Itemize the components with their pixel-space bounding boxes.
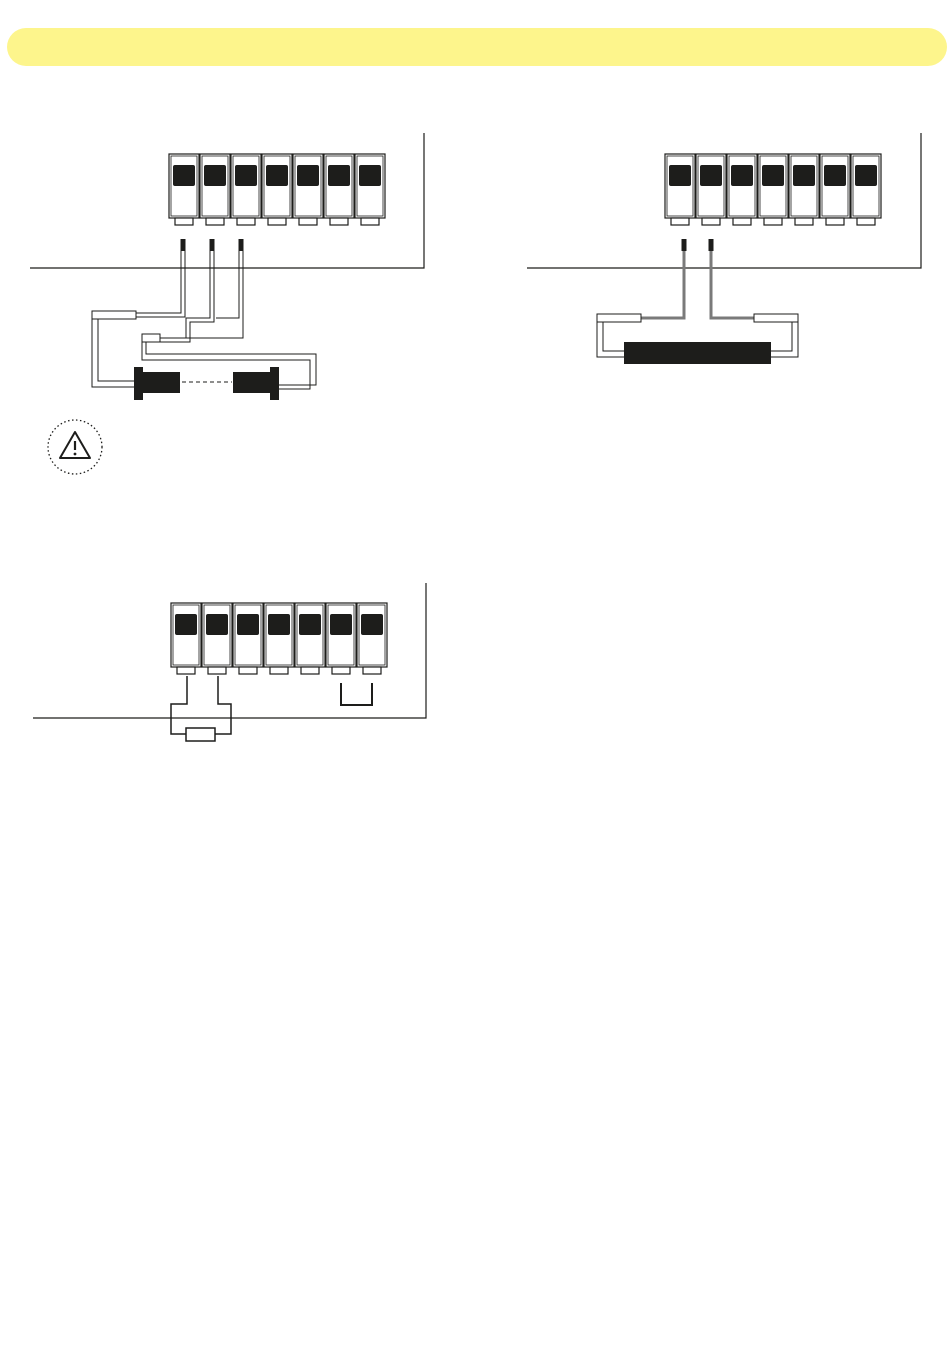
- terminal: [851, 154, 881, 225]
- terminal-pin: [363, 667, 381, 674]
- terminal-pin: [702, 218, 720, 225]
- terminal: [171, 603, 201, 674]
- warning-triangle-icon: [48, 420, 102, 474]
- terminal-screw: [762, 165, 784, 186]
- transmitter-body: [143, 372, 180, 393]
- terminal: [262, 154, 292, 225]
- terminal-block: [169, 154, 385, 225]
- terminal-screw: [297, 165, 319, 186]
- terminal-pin: [671, 218, 689, 225]
- terminal-screw: [824, 165, 846, 186]
- terminal-screw: [731, 165, 753, 186]
- terminal: [169, 154, 199, 225]
- terminal-pin: [857, 218, 875, 225]
- terminal: [665, 154, 695, 225]
- terminal-screw: [173, 165, 195, 186]
- terminal-screw: [855, 165, 877, 186]
- terminal-pin: [270, 667, 288, 674]
- terminal-screw: [330, 614, 352, 635]
- lead-tip: [239, 239, 244, 251]
- terminal: [758, 154, 788, 225]
- terminal: [324, 154, 354, 225]
- terminal-screw: [175, 614, 197, 635]
- terminal: [357, 603, 387, 674]
- wire: [160, 251, 243, 338]
- terminal-pin: [301, 667, 319, 674]
- terminal-pin: [175, 218, 193, 225]
- grey-wire: [640, 251, 684, 318]
- terminal-screw: [669, 165, 691, 186]
- terminal-pin: [206, 218, 224, 225]
- resistor-jumper-diagram: [33, 583, 426, 741]
- terminal-pin: [826, 218, 844, 225]
- terminal: [820, 154, 850, 225]
- terminal-pin: [239, 667, 257, 674]
- receiver-body: [233, 372, 270, 393]
- terminal-pin: [361, 218, 379, 225]
- terminal-pin: [332, 667, 350, 674]
- terminal: [293, 154, 323, 225]
- terminal-pin: [208, 667, 226, 674]
- resistor-connection: [171, 676, 231, 741]
- safety-edge: [624, 342, 771, 364]
- terminal-pin: [733, 218, 751, 225]
- wire-sleeve: [142, 334, 160, 342]
- terminal-screw: [206, 614, 228, 635]
- terminal: [355, 154, 385, 225]
- jumper-wire: [341, 683, 372, 705]
- terminal-screw: [266, 165, 288, 186]
- lead-tip: [210, 239, 215, 251]
- terminal-screw: [328, 165, 350, 186]
- terminal-pin: [299, 218, 317, 225]
- terminal-screw: [299, 614, 321, 635]
- terminal-block: [665, 154, 881, 225]
- transmitter-flange: [134, 367, 143, 400]
- terminal-pin: [237, 218, 255, 225]
- terminal-screw: [237, 614, 259, 635]
- terminal: [264, 603, 294, 674]
- photocell-transmitter: [134, 367, 180, 400]
- terminal: [233, 603, 263, 674]
- photocell-wiring-diagram: [30, 133, 424, 400]
- wire-bundle: [92, 239, 316, 389]
- terminal: [202, 603, 232, 674]
- terminal-screw: [793, 165, 815, 186]
- photocell-receiver: [233, 367, 279, 400]
- wire: [216, 251, 239, 318]
- terminal-pin: [795, 218, 813, 225]
- terminal-screw: [204, 165, 226, 186]
- lead-tip: [709, 239, 714, 251]
- terminal: [200, 154, 230, 225]
- wire: [142, 251, 310, 389]
- terminal: [326, 603, 356, 674]
- safety-edge-wiring-diagram: [527, 133, 921, 364]
- lead-tip: [682, 239, 687, 251]
- terminal: [295, 603, 325, 674]
- terminal-screw: [361, 614, 383, 635]
- receiver-flange: [270, 367, 279, 400]
- terminal: [727, 154, 757, 225]
- terminal: [231, 154, 261, 225]
- lead-tip: [181, 239, 186, 251]
- terminal: [789, 154, 819, 225]
- terminal-screw: [700, 165, 722, 186]
- terminal: [696, 154, 726, 225]
- wire-sleeve: [92, 311, 136, 319]
- resistor: [186, 728, 215, 741]
- terminal-pin: [330, 218, 348, 225]
- terminal-screw: [235, 165, 257, 186]
- terminal-pin: [764, 218, 782, 225]
- terminal-screw: [268, 614, 290, 635]
- terminal-block: [171, 603, 387, 674]
- terminal-pin: [268, 218, 286, 225]
- terminal-pin: [177, 667, 195, 674]
- terminal-screw: [359, 165, 381, 186]
- grey-wire: [711, 251, 755, 318]
